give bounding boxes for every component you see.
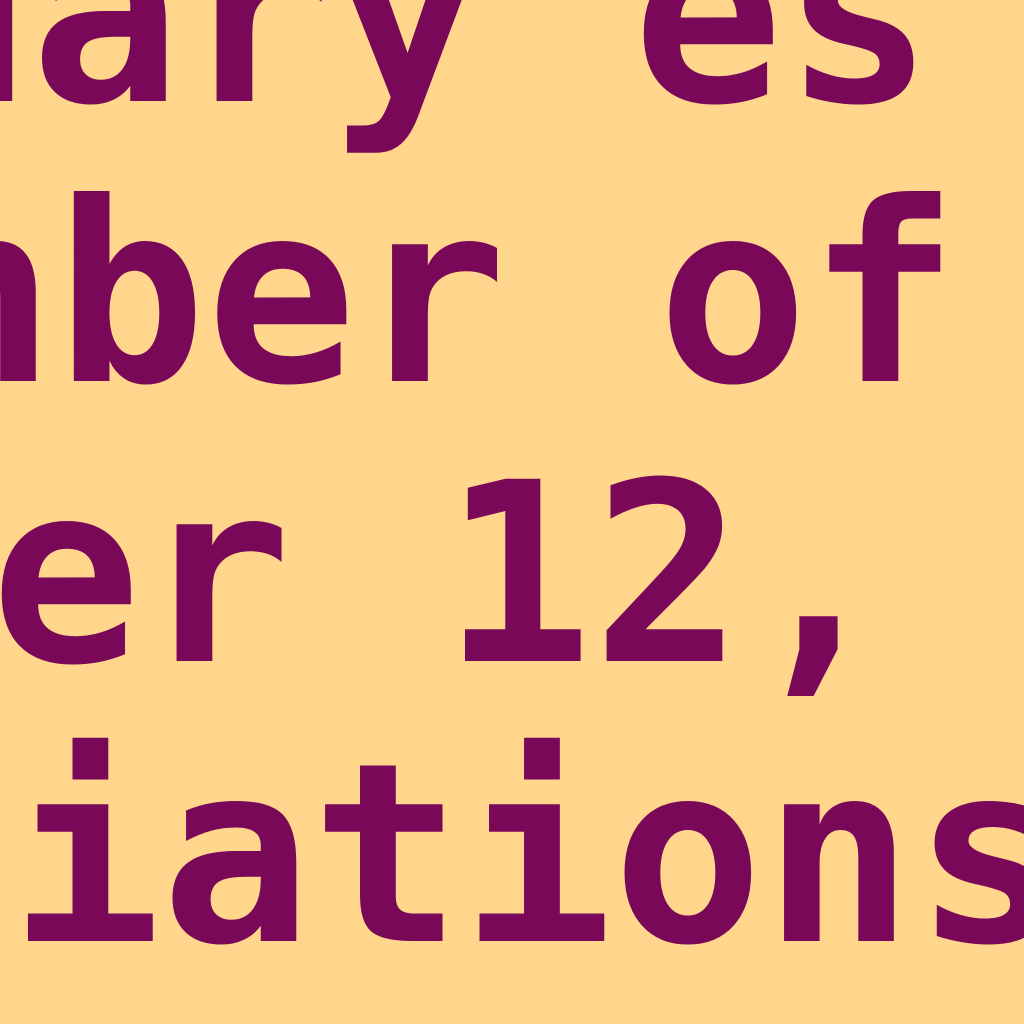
text-line-3: ber 12, [0, 429, 894, 720]
text-line-4: tiations [0, 709, 1024, 1000]
text-line-2: nber of t [0, 149, 959, 440]
text-line-1: dary es [0, 0, 934, 160]
